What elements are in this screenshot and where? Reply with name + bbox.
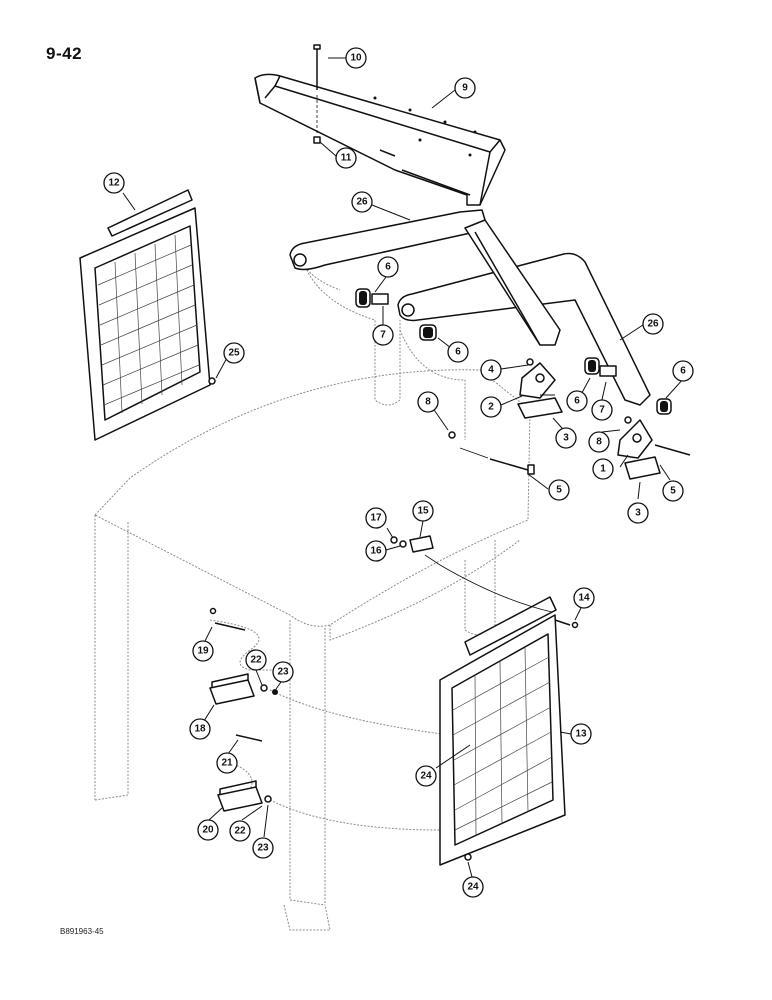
callout-23a: 23 [272,661,294,683]
svg-text:1: 1 [600,464,606,475]
callout-10: 10 [345,47,367,69]
svg-text:6: 6 [680,366,686,377]
center-plate [390,535,434,553]
svg-text:25: 25 [228,348,240,359]
callout-6d: 6 [672,360,694,382]
callout-9: 9 [454,77,476,99]
callout-7a: 7 [372,324,394,346]
callout-6a: 6 [377,256,399,278]
callout-3b: 3 [627,502,649,524]
svg-text:8: 8 [596,437,602,448]
callout-17: 17 [365,507,387,529]
svg-text:20: 20 [202,825,214,836]
callout-24a: 24 [415,765,437,787]
svg-text:16: 16 [370,546,382,557]
svg-text:12: 12 [108,178,120,189]
callout-1: 1 [592,458,614,480]
svg-text:4: 4 [488,365,494,376]
svg-text:23: 23 [257,843,269,854]
svg-text:5: 5 [670,486,676,497]
callout-24b: 24 [462,876,484,898]
svg-text:22: 22 [234,826,246,837]
svg-text:13: 13 [575,729,587,740]
svg-text:19: 19 [197,646,209,657]
callout-4: 4 [480,359,502,381]
callout-3a: 3 [555,427,577,449]
callout-14: 14 [573,587,595,609]
svg-text:22: 22 [250,655,262,666]
callout-26b: 26 [642,313,664,335]
svg-text:3: 3 [635,508,641,519]
callout-7b: 7 [591,399,613,421]
lower-brackets [209,607,278,812]
left-screen-part [79,189,216,441]
svg-text:24: 24 [467,882,479,893]
svg-text:17: 17 [370,513,382,524]
svg-text:23: 23 [277,667,289,678]
callout-22a: 22 [245,649,267,671]
mount-brackets [517,358,691,480]
svg-text:21: 21 [221,758,233,769]
right-screen-part [424,554,579,866]
callout-22b: 22 [229,820,251,842]
svg-text:11: 11 [341,153,352,164]
callout-8b: 8 [588,431,610,453]
callout-6c: 6 [566,390,588,412]
svg-text:24: 24 [420,771,432,782]
frame-part [289,209,651,406]
callout-5a: 5 [548,479,570,501]
svg-text:6: 6 [385,262,391,273]
callout-16: 16 [365,540,387,562]
canopy-part [254,73,506,206]
svg-text:2: 2 [488,402,494,413]
svg-text:18: 18 [194,724,206,735]
callout-2: 2 [480,396,502,418]
callout-21: 21 [216,752,238,774]
svg-text:7: 7 [599,405,605,416]
callout-18: 18 [189,718,211,740]
callout-5b: 5 [662,480,684,502]
callout-11: 11 [335,147,357,169]
svg-text:3: 3 [563,433,569,444]
svg-text:8: 8 [425,397,431,408]
mount-bolt [448,431,535,475]
svg-text:9: 9 [462,83,468,94]
svg-text:6: 6 [455,347,461,358]
callout-26a: 26 [351,191,373,213]
bushings [355,288,672,415]
svg-text:5: 5 [556,485,562,496]
figure-code: B891963-45 [60,927,104,936]
canopy-bolt [313,44,321,144]
callout-19: 19 [192,640,214,662]
svg-text:10: 10 [350,53,362,64]
callout-13: 13 [570,723,592,745]
callout-6b: 6 [447,341,469,363]
svg-text:26: 26 [356,197,368,208]
svg-text:15: 15 [417,506,429,517]
svg-text:14: 14 [578,593,590,604]
svg-text:26: 26 [647,319,659,330]
callout-25: 25 [223,342,245,364]
page-number: 9-42 [46,44,83,63]
svg-text:7: 7 [380,330,386,341]
callout-8a: 8 [417,391,439,413]
callout-12: 12 [103,172,125,194]
svg-text:6: 6 [574,396,580,407]
callout-15: 15 [412,500,434,522]
callout-23b: 23 [252,837,274,859]
callout-20: 20 [197,819,219,841]
